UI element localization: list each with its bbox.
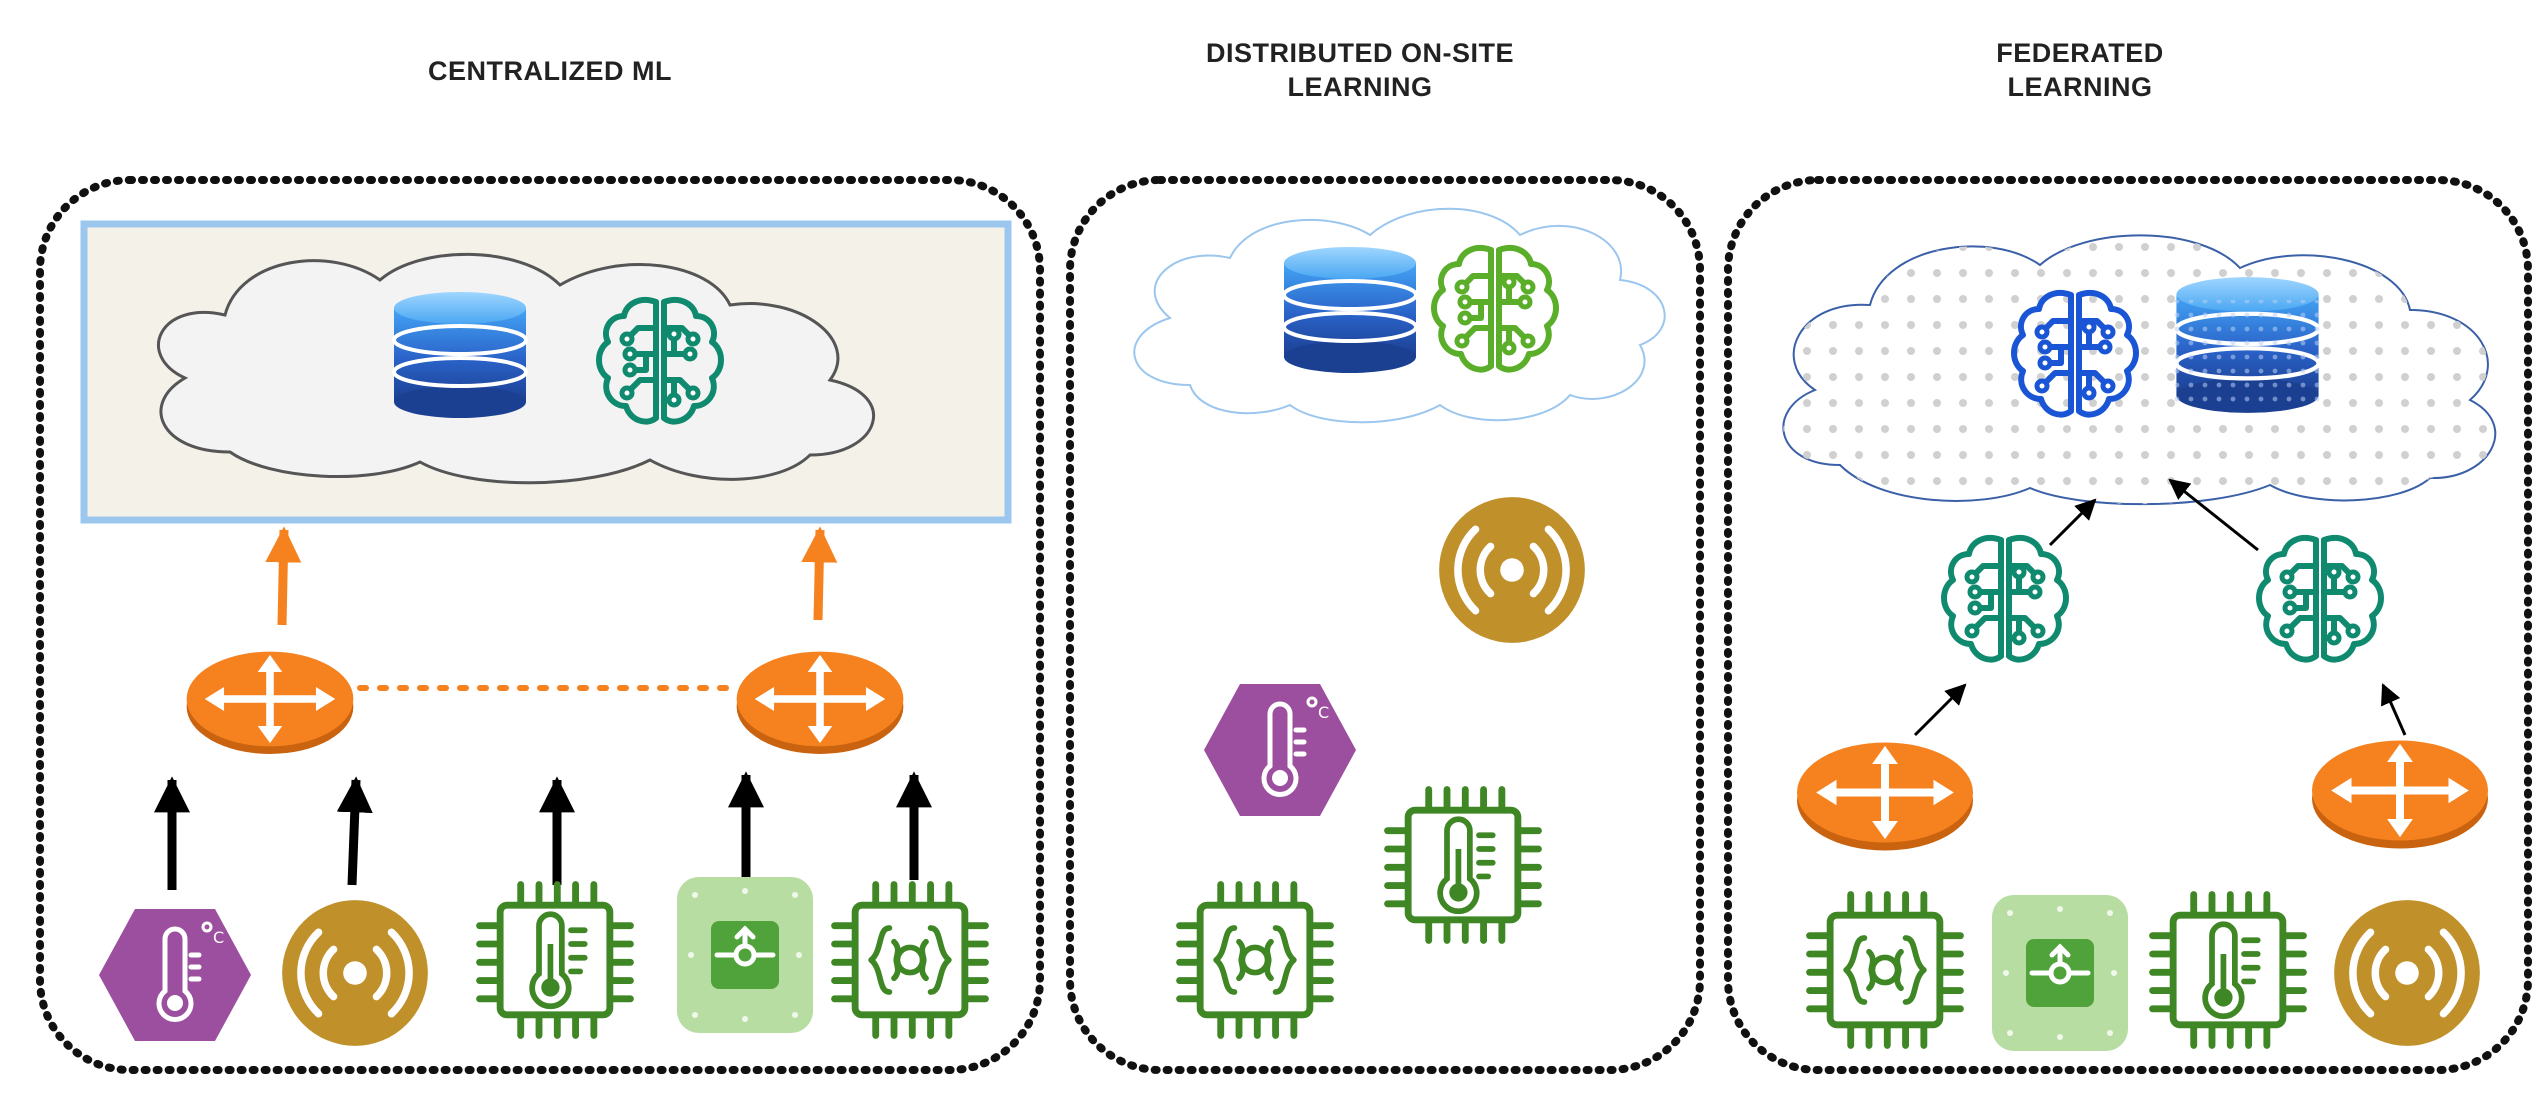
title-line: DISTRIBUTED ON-SITE: [1205, 38, 1514, 68]
database-icon: [1282, 245, 1418, 375]
data-arrow: [336, 776, 373, 886]
title-line: LEARNING: [1287, 72, 1433, 102]
chip-code-icon: [1810, 895, 1961, 1046]
router-icon: [187, 652, 354, 754]
brain-circuit-icon: [2259, 538, 2381, 660]
panel-border: [1066, 176, 1704, 1074]
chip-code-icon: [1180, 885, 1331, 1036]
actuator-icon: [677, 877, 813, 1033]
thermometer-sensor-icon: [99, 909, 251, 1041]
chip-thermometer-icon: [2153, 895, 2304, 1046]
thermometer-sensor-icon: [1204, 684, 1356, 816]
broadcast-sensor-icon: [2334, 900, 2480, 1046]
panel-border: [36, 176, 1044, 1074]
router-icon: [2312, 741, 2488, 849]
chip-thermometer-icon: [480, 885, 631, 1036]
database-icon: [392, 290, 528, 420]
local-train-arrow: [2381, 683, 2407, 736]
chip-thermometer-icon: [1388, 790, 1539, 941]
router-icon: [1797, 743, 1973, 851]
panel-title-distributed: DISTRIBUTED ON-SITE LEARNING: [1130, 36, 1590, 104]
title-line: CENTRALIZED ML: [428, 56, 672, 86]
title-line: FEDERATED: [1996, 38, 2164, 68]
actuator-icon: [1992, 895, 2128, 1051]
broadcast-sensor-icon: [282, 900, 428, 1046]
model-upload-arrow: [2048, 498, 2097, 547]
panel-distributed: [1066, 176, 1704, 1074]
cloud-icon: [1782, 234, 2497, 506]
chip-code-icon: [835, 885, 986, 1036]
panel-border: [1724, 176, 2532, 1074]
upload-arrow: [265, 526, 302, 626]
broadcast-sensor-icon: [1439, 497, 1585, 643]
database-icon: [2172, 277, 2322, 413]
title-line: LEARNING: [2007, 72, 2153, 102]
model-upload-arrow: [2168, 478, 2259, 552]
panel-centralized: [36, 176, 1044, 1074]
brain-circuit-icon: [1944, 538, 2066, 660]
panel-title-federated: FEDERATED LEARNING: [1880, 36, 2280, 104]
local-train-arrow: [1913, 683, 1967, 737]
panel-federated: [1724, 176, 2532, 1074]
panel-title-centralized: CENTRALIZED ML: [300, 54, 800, 88]
upload-arrow: [801, 526, 838, 621]
router-icon: [737, 652, 904, 754]
